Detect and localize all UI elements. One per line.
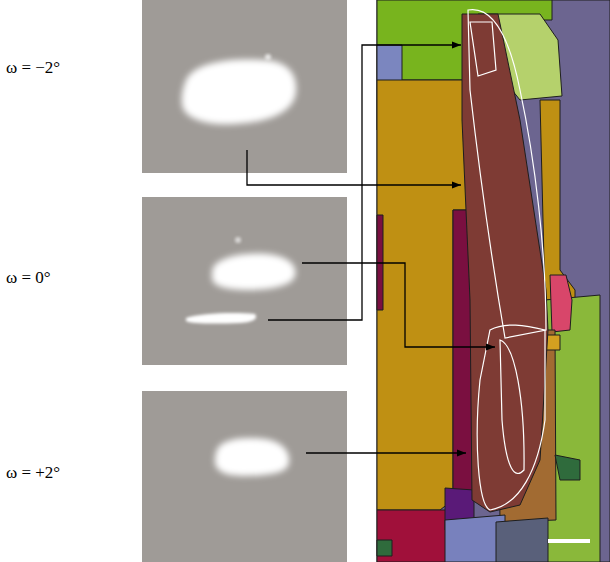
omega-label: ω = 0° (6, 268, 51, 288)
leader-arrow (247, 45, 495, 453)
grain-map (377, 0, 610, 562)
diffraction-panel (142, 197, 347, 365)
diffraction-panel (142, 0, 347, 173)
scale-bar (548, 539, 590, 543)
omega-label: ω = −2° (6, 58, 60, 78)
grain-outline (468, 10, 546, 510)
omega-label: ω = +2° (6, 463, 60, 483)
diffraction-panel (142, 391, 347, 562)
